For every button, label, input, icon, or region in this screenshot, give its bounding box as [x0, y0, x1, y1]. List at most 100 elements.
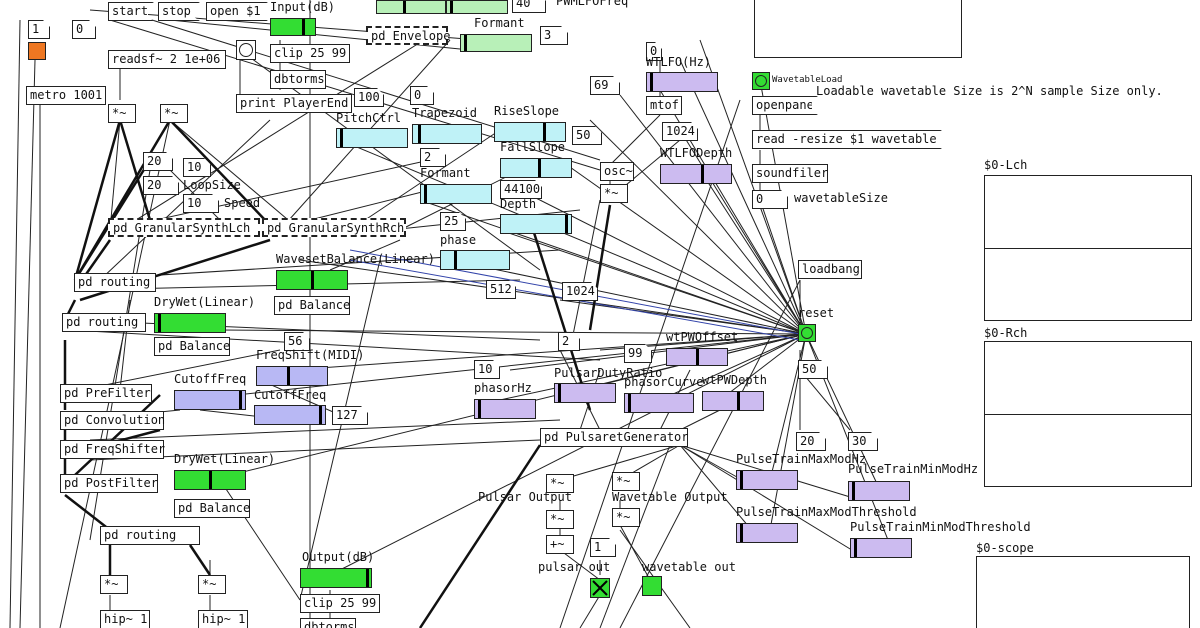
hip-right-object[interactable]: hip~ 1: [198, 610, 248, 628]
pulsetrainmin-threshold-slider[interactable]: [850, 538, 912, 558]
pulsar-multiply-1[interactable]: *~: [546, 474, 574, 493]
pulsar-multiply-2[interactable]: *~: [546, 510, 574, 529]
number-box-99[interactable]: 99: [624, 344, 652, 363]
number-box-1024a[interactable]: 1024: [662, 122, 698, 141]
number-box-0d[interactable]: 0: [752, 190, 788, 209]
number-box-1[interactable]: 1: [28, 20, 50, 39]
multiply-right-output[interactable]: *~: [198, 575, 226, 594]
number-box-10a[interactable]: 10: [183, 158, 211, 177]
slider-knob[interactable]: [464, 35, 467, 51]
envelope-slider[interactable]: [376, 0, 446, 14]
multiply-signal-1[interactable]: *~: [108, 104, 136, 123]
slider-knob[interactable]: [418, 125, 421, 143]
number-box-20a[interactable]: 20: [143, 152, 173, 171]
slider-knob[interactable]: [302, 19, 305, 35]
formant-mid-slider[interactable]: [420, 184, 492, 204]
number-box-1024b[interactable]: 1024: [562, 282, 598, 301]
number-box-50b[interactable]: 50: [798, 360, 828, 379]
slider-knob[interactable]: [737, 392, 740, 410]
number-box-69[interactable]: 69: [590, 76, 620, 95]
mtof-object[interactable]: mtof: [646, 96, 682, 115]
slider-knob[interactable]: [740, 524, 743, 542]
pd-balance-3[interactable]: pd Balance: [174, 499, 250, 518]
scope-array-display[interactable]: [976, 556, 1190, 628]
slider-knob[interactable]: [543, 123, 546, 141]
pitchctrl-slider[interactable]: [336, 128, 408, 148]
slider-knob[interactable]: [650, 73, 653, 91]
pulsardutyratio-slider[interactable]: [554, 383, 616, 403]
slider-knob[interactable]: [852, 482, 855, 500]
dbtorms-input-object[interactable]: dbtorms: [270, 70, 326, 89]
print-playerend-object[interactable]: print PlayerEnd: [236, 94, 352, 113]
slider-knob[interactable]: [565, 215, 568, 233]
formant-top-slider-a[interactable]: [446, 0, 508, 14]
pd-envelope-subpatch[interactable]: pd Envelope: [366, 26, 450, 45]
slider-knob[interactable]: [158, 314, 161, 332]
number-box-30[interactable]: 30: [848, 432, 878, 451]
slider-knob[interactable]: [366, 569, 369, 587]
pulsar-add-object[interactable]: +~: [546, 535, 574, 554]
output-db-slider[interactable]: [300, 568, 372, 588]
stop-message[interactable]: stop: [158, 2, 200, 21]
pd-balance-1[interactable]: pd Balance: [274, 296, 350, 315]
formant-top-slider[interactable]: [460, 34, 532, 52]
number-box-3[interactable]: 3: [540, 26, 568, 45]
phasorcurve-slider[interactable]: [624, 393, 694, 413]
pulsetrainmin-slider[interactable]: [848, 481, 910, 501]
slider-knob[interactable]: [696, 349, 699, 365]
number-box-25[interactable]: 25: [440, 212, 466, 231]
loadbang-object[interactable]: loadbang: [798, 260, 862, 279]
pd-granularsynth-lch[interactable]: pd GranularSynthLch: [108, 218, 260, 237]
number-box-0c[interactable]: 0: [646, 42, 662, 61]
phase-slider[interactable]: [440, 250, 510, 270]
clip-input-object[interactable]: clip 25 99: [270, 44, 350, 63]
drywet2-slider[interactable]: [174, 470, 246, 490]
slider-knob[interactable]: [740, 471, 743, 489]
freqshift-slider[interactable]: [256, 366, 328, 386]
pd-pulsaret-generator[interactable]: pd PulsaretGenerator: [540, 428, 689, 447]
slider-knob[interactable]: [340, 129, 343, 147]
slider-knob[interactable]: [239, 391, 242, 409]
slider-knob[interactable]: [319, 406, 322, 424]
pd-freqshifter[interactable]: pd FreqShifter: [60, 440, 165, 459]
fallslope-slider[interactable]: [500, 158, 572, 178]
slider-knob[interactable]: [403, 1, 406, 13]
osc-multiply-object[interactable]: *~: [600, 184, 628, 203]
depth-slider[interactable]: [500, 214, 572, 234]
wtpwdepth-slider[interactable]: [702, 391, 764, 411]
pulsetrainmax-slider[interactable]: [736, 470, 798, 490]
multiply-left-output[interactable]: *~: [100, 575, 128, 594]
pd-postfilter[interactable]: pd PostFilter: [60, 474, 158, 493]
hip-left-object[interactable]: hip~ 1: [100, 610, 150, 628]
number-box-50a[interactable]: 50: [572, 126, 602, 145]
number-box-40[interactable]: 40: [512, 0, 546, 13]
slider-knob[interactable]: [454, 251, 457, 269]
openpanel-message[interactable]: openpanel: [752, 96, 818, 115]
wtlfo-depth-slider[interactable]: [660, 164, 732, 184]
readsf-object[interactable]: readsf~ 2 1e+06: [108, 50, 226, 69]
slider-knob[interactable]: [478, 400, 481, 418]
clip-output-object[interactable]: clip 25 99: [300, 594, 380, 613]
wavesetbalance-slider[interactable]: [276, 270, 348, 290]
number-box-44100[interactable]: 44100: [500, 180, 542, 199]
pd-routing-2[interactable]: pd routing: [62, 313, 146, 332]
number-box-512[interactable]: 512: [486, 280, 516, 299]
phasorhz-slider[interactable]: [474, 399, 536, 419]
reset-bang[interactable]: [798, 324, 816, 342]
number-box-0a[interactable]: 0: [72, 20, 96, 39]
metro-object[interactable]: metro 1001: [26, 86, 106, 105]
input-db-slider[interactable]: [270, 18, 316, 36]
slider-knob[interactable]: [538, 159, 541, 177]
metro-toggle[interactable]: [28, 42, 46, 60]
number-box-10b[interactable]: 10: [183, 194, 219, 213]
pd-granularsynth-rch[interactable]: pd GranularSynthRch: [262, 218, 406, 237]
soundfiler-object[interactable]: soundfiler: [752, 164, 828, 183]
wavetable-multiply-1[interactable]: *~: [612, 472, 640, 491]
pd-prefilter[interactable]: pd PreFilter: [60, 384, 152, 403]
read-resize-message[interactable]: read -resize $1 wavetable: [752, 130, 942, 149]
wavetableload-bang[interactable]: [752, 72, 770, 90]
rch-array-display[interactable]: [984, 341, 1192, 487]
osc-object[interactable]: osc~: [600, 162, 634, 181]
pd-routing-1[interactable]: pd routing: [74, 273, 156, 292]
